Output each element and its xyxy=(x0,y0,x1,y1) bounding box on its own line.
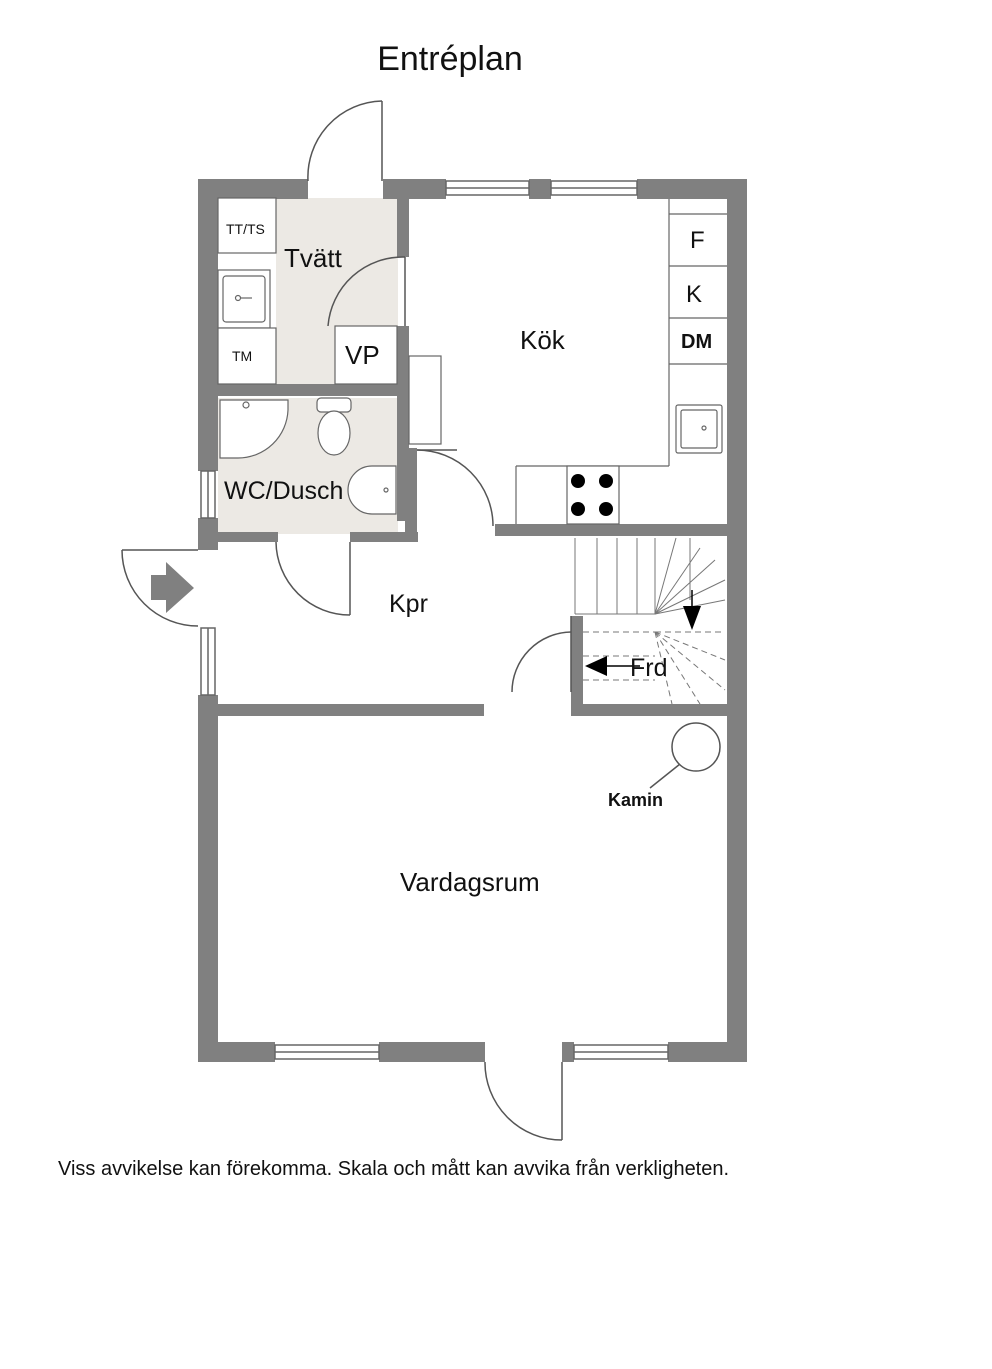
room-label-vp: VP xyxy=(345,340,380,370)
stair-left-arrow-icon xyxy=(585,656,607,676)
entry-arrow-icon xyxy=(151,562,194,613)
fixture-label-tt-ts: TT/TS xyxy=(226,221,265,237)
floor-plan-title: Entréplan xyxy=(377,40,523,78)
room-label-frd: Frd xyxy=(630,654,668,682)
stair-down-arrow-icon xyxy=(683,606,701,630)
walls xyxy=(198,179,747,1062)
room-label-wc: WC/Dusch xyxy=(224,477,343,505)
room-label-tvatt: Tvätt xyxy=(284,243,343,273)
fixture-label-dishwasher: DM xyxy=(681,331,712,353)
staircase xyxy=(574,537,726,615)
room-label-kpr: Kpr xyxy=(389,590,428,618)
stove-burners xyxy=(571,474,613,516)
room-label-vardagsrum: Vardagsrum xyxy=(400,867,540,897)
bathroom-fixtures xyxy=(219,397,397,515)
fixture-label-fridge: F xyxy=(690,227,705,254)
fireplace xyxy=(649,722,721,789)
windows xyxy=(200,180,669,1060)
disclaimer-text: Viss avvikelse kan förekomma. Skala och … xyxy=(58,1158,730,1180)
room-label-kok: Kök xyxy=(520,325,566,355)
laundry-fixtures xyxy=(217,197,398,385)
fixture-label-kamin: Kamin xyxy=(608,790,663,810)
fixture-label-freezer: K xyxy=(686,281,702,308)
fixture-label-tm: TM xyxy=(232,348,252,364)
staircase-below xyxy=(583,631,726,705)
kitchen-fixtures xyxy=(408,199,727,525)
doors xyxy=(121,100,572,1141)
